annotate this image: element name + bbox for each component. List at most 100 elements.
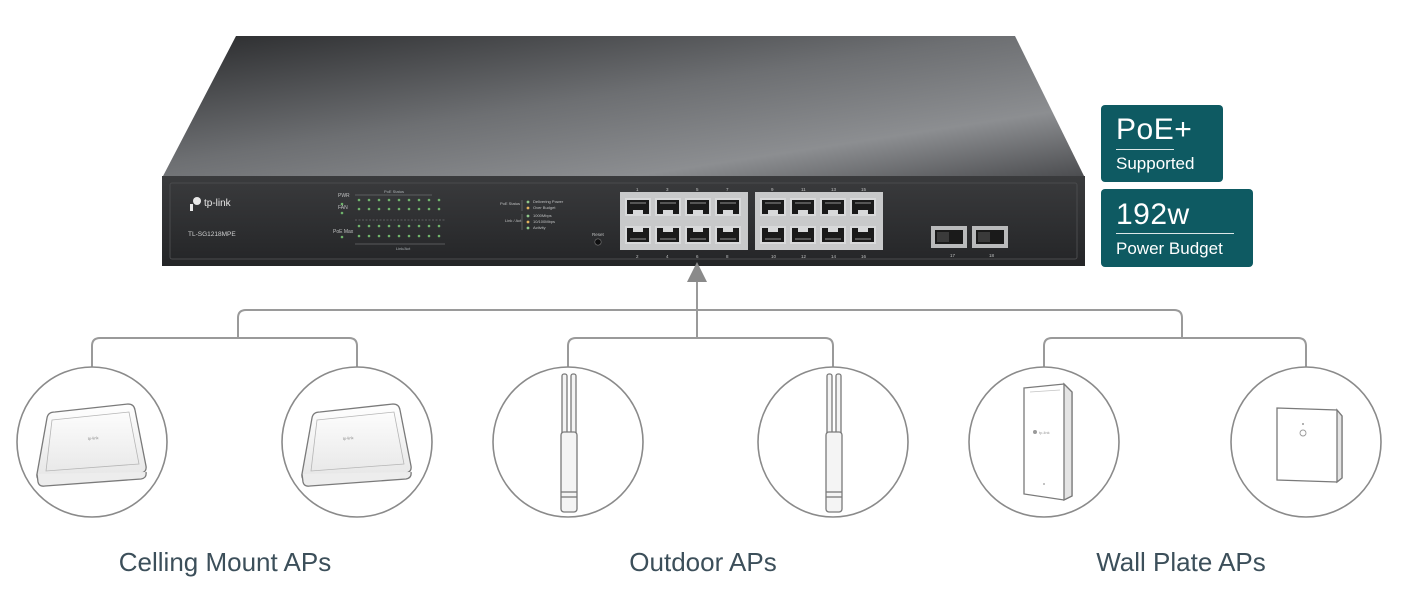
status-led bbox=[427, 207, 431, 211]
status-led bbox=[397, 207, 401, 211]
port-number-2: 2 bbox=[636, 254, 639, 259]
port-number-5: 5 bbox=[696, 187, 699, 192]
status-led bbox=[377, 234, 381, 238]
ceiling-ap-icon: tp-link bbox=[36, 403, 147, 487]
port-number-14: 14 bbox=[831, 254, 837, 259]
caption-ceiling-mount-aps: Celling Mount APs bbox=[118, 547, 332, 577]
status-led bbox=[427, 224, 431, 228]
status-led bbox=[397, 234, 401, 238]
rj45-port-5 bbox=[685, 198, 711, 216]
status-led bbox=[357, 234, 361, 238]
status-led bbox=[387, 234, 391, 238]
caption-wall-plate-aps: Wall Plate APs bbox=[1096, 547, 1266, 577]
system-led bbox=[340, 202, 344, 206]
power-budget-title: 192w bbox=[1116, 198, 1190, 231]
rj45-port-14 bbox=[820, 226, 846, 244]
port-number-1: 1 bbox=[636, 187, 639, 192]
poe-plus-subtitle: Supported bbox=[1116, 154, 1195, 173]
port-number-13: 13 bbox=[831, 187, 837, 192]
status-led bbox=[377, 224, 381, 228]
port-number-7: 7 bbox=[726, 187, 729, 192]
status-led bbox=[417, 224, 421, 228]
status-led-grid bbox=[340, 198, 441, 239]
sfp-port-17 bbox=[931, 226, 967, 248]
poe-plus-badge: PoE+ Supported bbox=[1101, 105, 1223, 182]
switch-front-bezel bbox=[169, 182, 1078, 260]
port-number-12: 12 bbox=[801, 254, 807, 259]
port-number-3: 3 bbox=[666, 187, 669, 192]
status-led bbox=[367, 198, 371, 202]
power-budget-subtitle: Power Budget bbox=[1116, 239, 1223, 258]
sfp-port-18 bbox=[972, 226, 1008, 248]
rj45-port-9 bbox=[760, 198, 786, 216]
status-led bbox=[437, 198, 441, 202]
legend-link-title: Link / Act bbox=[505, 218, 522, 223]
status-led bbox=[387, 207, 391, 211]
status-led bbox=[357, 224, 361, 228]
branch-wall bbox=[1043, 336, 1307, 368]
status-led bbox=[367, 234, 371, 238]
poe-max-led-label: PoE Max bbox=[333, 229, 354, 235]
port-number-11: 11 bbox=[801, 187, 806, 192]
status-led bbox=[397, 198, 401, 202]
network-switch: tp-link TL-SG1218MPE PWR FAN PoE Max PoE… bbox=[162, 36, 1085, 266]
fan-led-label: FAN bbox=[338, 205, 348, 211]
power-budget-badge: 192w Power Budget bbox=[1101, 189, 1253, 267]
port-number-15: 15 bbox=[861, 187, 867, 192]
power-budget-rule bbox=[1116, 233, 1234, 234]
svg-text:tp-link: tp-link bbox=[1039, 430, 1050, 435]
status-led bbox=[437, 207, 441, 211]
rj45-port-15 bbox=[850, 198, 876, 216]
reset-button bbox=[594, 238, 602, 246]
branch-outdoor bbox=[567, 336, 834, 368]
status-led bbox=[437, 224, 441, 228]
rj45-port-12 bbox=[790, 226, 816, 244]
rj45-port-3 bbox=[655, 198, 681, 216]
svg-text:tp-link: tp-link bbox=[88, 435, 99, 441]
status-led bbox=[377, 198, 381, 202]
wall-plate-ap-icon bbox=[1276, 407, 1343, 484]
status-led bbox=[417, 198, 421, 202]
rj45-port-4 bbox=[655, 226, 681, 244]
poe-status-group-label: PoE Status bbox=[384, 189, 404, 194]
connection-lines bbox=[91, 262, 1307, 368]
rj45-port-16 bbox=[850, 226, 876, 244]
status-led bbox=[357, 198, 361, 202]
status-led bbox=[357, 207, 361, 211]
status-led bbox=[417, 207, 421, 211]
legend-10-100mbps: 10/100Mbps bbox=[533, 219, 555, 224]
port-number-4: 4 bbox=[666, 254, 669, 259]
status-led bbox=[407, 224, 411, 228]
reset-label: Reset bbox=[592, 232, 605, 237]
legend-poe-status-title: PoE Status bbox=[500, 201, 520, 206]
status-led bbox=[407, 207, 411, 211]
status-led bbox=[397, 224, 401, 228]
rj45-port-7 bbox=[715, 198, 741, 216]
system-led bbox=[340, 211, 344, 215]
rj45-port-6 bbox=[685, 226, 711, 244]
legend-activity: Activity bbox=[533, 225, 546, 230]
port-number-10: 10 bbox=[771, 254, 777, 259]
status-led bbox=[387, 224, 391, 228]
link-act-group-label: Link/Act bbox=[396, 246, 411, 251]
poe-plus-title: PoE+ bbox=[1116, 113, 1193, 146]
svg-text:tp-link: tp-link bbox=[343, 435, 354, 441]
ceiling-ap-icon: tp-link bbox=[301, 403, 412, 487]
sfp-label-18: 18 bbox=[989, 253, 995, 258]
brand-label: tp-link bbox=[204, 198, 232, 209]
port-number-6: 6 bbox=[696, 254, 699, 259]
led-legend: PoE Status Delivering Power Over Budget … bbox=[500, 199, 564, 230]
status-led bbox=[417, 234, 421, 238]
outdoor-ap-icon bbox=[825, 373, 843, 513]
rj45-port-8 bbox=[715, 226, 741, 244]
legend-delivering-power: Delivering Power bbox=[533, 199, 564, 204]
led-dividers bbox=[355, 194, 445, 245]
port-number-16: 16 bbox=[861, 254, 867, 259]
poe-plus-rule bbox=[1116, 149, 1174, 150]
rj45-port-10 bbox=[760, 226, 786, 244]
trunk-line bbox=[237, 309, 1183, 336]
switch-top-surface bbox=[162, 36, 1085, 178]
sfp-label-17: 17 bbox=[950, 253, 956, 258]
